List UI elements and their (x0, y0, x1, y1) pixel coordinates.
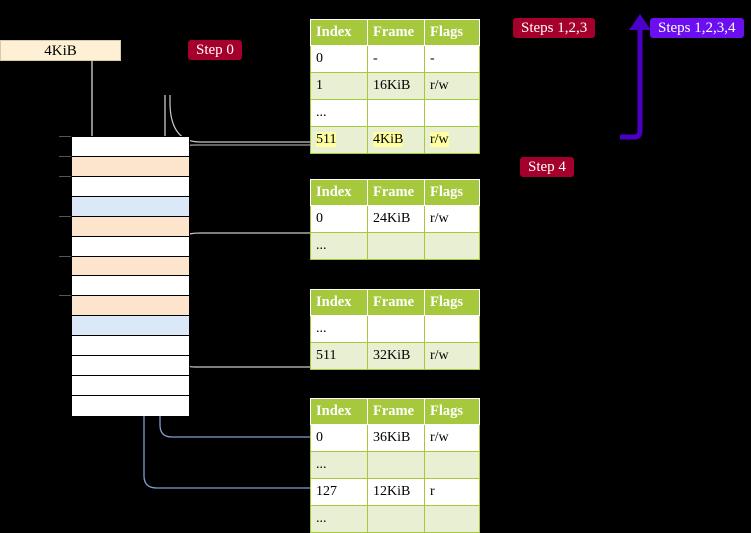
cell-frame (367, 232, 425, 260)
memory-frame-row (72, 376, 189, 397)
cell-flags: r/w (424, 342, 480, 370)
memory-frame-row (72, 216, 189, 237)
cell-index: ... (310, 315, 368, 343)
cell-frame: 24KiB (367, 205, 425, 233)
cell-frame: 32KiB (367, 342, 425, 370)
table-row: 0-- (310, 45, 480, 73)
steps-loop-arrow (620, 30, 643, 140)
cell-index: ... (310, 505, 368, 533)
cell-index: ... (310, 451, 368, 479)
cell-flags: r/w (424, 424, 480, 452)
cell-flags (424, 232, 480, 260)
cell-index: 511 (310, 342, 368, 370)
memory-frame-tick (59, 155, 71, 157)
cell-index: ... (310, 99, 368, 127)
col-header-frame: Frame (367, 19, 425, 46)
cell-index: 0 (310, 424, 368, 452)
memory-frame-tick (59, 175, 71, 177)
memory-frame-row (72, 296, 189, 317)
cell-frame: 16KiB (367, 72, 425, 100)
memory-frame-row (72, 336, 189, 357)
memory-frame-tick (59, 295, 71, 297)
table-row: ... (310, 315, 480, 343)
cell-frame (367, 315, 425, 343)
col-header-frame: Frame (367, 179, 425, 206)
cell-flags: r/w (424, 126, 480, 154)
badge-steps-123: Steps 1,2,3 (513, 18, 596, 38)
col-header-flags: Flags (424, 179, 480, 206)
memory-frame-row (72, 276, 189, 297)
col-header-flags: Flags (424, 289, 480, 316)
col-header-flags: Flags (424, 398, 480, 425)
memory-frame-tick (59, 215, 71, 217)
memory-frame-row (72, 396, 189, 416)
cell-frame (367, 451, 425, 479)
badge-step-4: Step 4 (520, 157, 574, 177)
memory-frame-row (72, 236, 189, 257)
cell-frame (367, 505, 425, 533)
steps-loop-arrowhead (629, 14, 651, 30)
col-header-flags: Flags (424, 19, 480, 46)
cell-flags (424, 99, 480, 127)
cell-flags (424, 505, 480, 533)
memory-frame-row (72, 156, 189, 177)
table-row: ... (310, 505, 480, 533)
col-header-index: Index (310, 19, 368, 46)
memory-frame-row (72, 356, 189, 377)
physical-memory-column (71, 136, 190, 416)
col-header-index: Index (310, 179, 368, 206)
col-header-frame: Frame (367, 289, 425, 316)
memory-frame-row (72, 316, 189, 337)
cell-index: 0 (310, 205, 368, 233)
cell-flags (424, 451, 480, 479)
cell-frame: 4KiB (367, 126, 425, 154)
cell-flags: r (424, 478, 480, 506)
col-header-index: Index (310, 289, 368, 316)
memory-frame-row (72, 176, 189, 197)
cell-flags (424, 315, 480, 343)
col-header-frame: Frame (367, 398, 425, 425)
memory-frame-row (72, 256, 189, 277)
cell-index: 1 (310, 72, 368, 100)
memory-frame-tick (59, 255, 71, 257)
cell-frame: 36KiB (367, 424, 425, 452)
cell-index: 0 (310, 45, 368, 73)
cell-frame: - (367, 45, 425, 73)
cell-flags: - (424, 45, 480, 73)
memory-frame-row (72, 196, 189, 217)
cell-frame: 12KiB (367, 478, 425, 506)
cell-flags: r/w (424, 205, 480, 233)
size-label-4kib: 4KiB (0, 40, 121, 61)
cell-index: 511 (310, 126, 368, 154)
cell-index: 127 (310, 478, 368, 506)
badge-step-0: Step 0 (188, 40, 242, 60)
memory-frame-tick (59, 136, 71, 137)
badge-steps-1234: Steps 1,2,3,4 (650, 18, 744, 38)
memory-frame-row (72, 137, 189, 157)
table-row: ... (310, 232, 480, 260)
cell-frame (367, 99, 425, 127)
table-row: ... (310, 451, 480, 479)
table-row: ... (310, 99, 480, 127)
col-header-index: Index (310, 398, 368, 425)
cell-flags: r/w (424, 72, 480, 100)
cell-index: ... (310, 232, 368, 260)
